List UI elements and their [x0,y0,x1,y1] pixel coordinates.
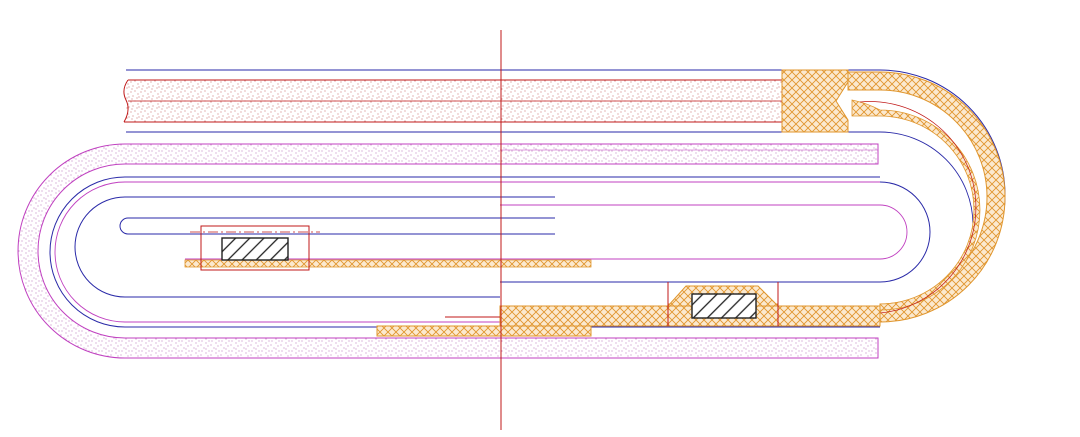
loop-inner-blue [74,196,555,298]
crosshatch-bottom-strip [499,303,881,327]
loop-right-inner-magenta [185,204,908,260]
block-frames [190,225,779,326]
crosshatch-lower-strip [376,325,592,337]
crosshatch-top-joint [781,69,849,133]
loop-right-u-blue [500,181,931,283]
top-panel-broken-edge [123,79,129,123]
right-hatched-block [691,293,757,319]
left-block-frame [200,225,310,271]
crosshatch-thin-strip [184,259,592,268]
crosshatch-arc-center-line [859,101,977,314]
loop-outer-magenta [54,181,880,323]
crosshatch-arc-inner [851,99,981,311]
left-hatched-block [221,237,289,261]
crosshatch-arc [847,71,1006,323]
loop [49,176,931,328]
blocks [221,237,757,319]
loop-small-u-blue [119,217,555,235]
loop-outer-blue [49,176,880,328]
top-panel [123,69,880,133]
